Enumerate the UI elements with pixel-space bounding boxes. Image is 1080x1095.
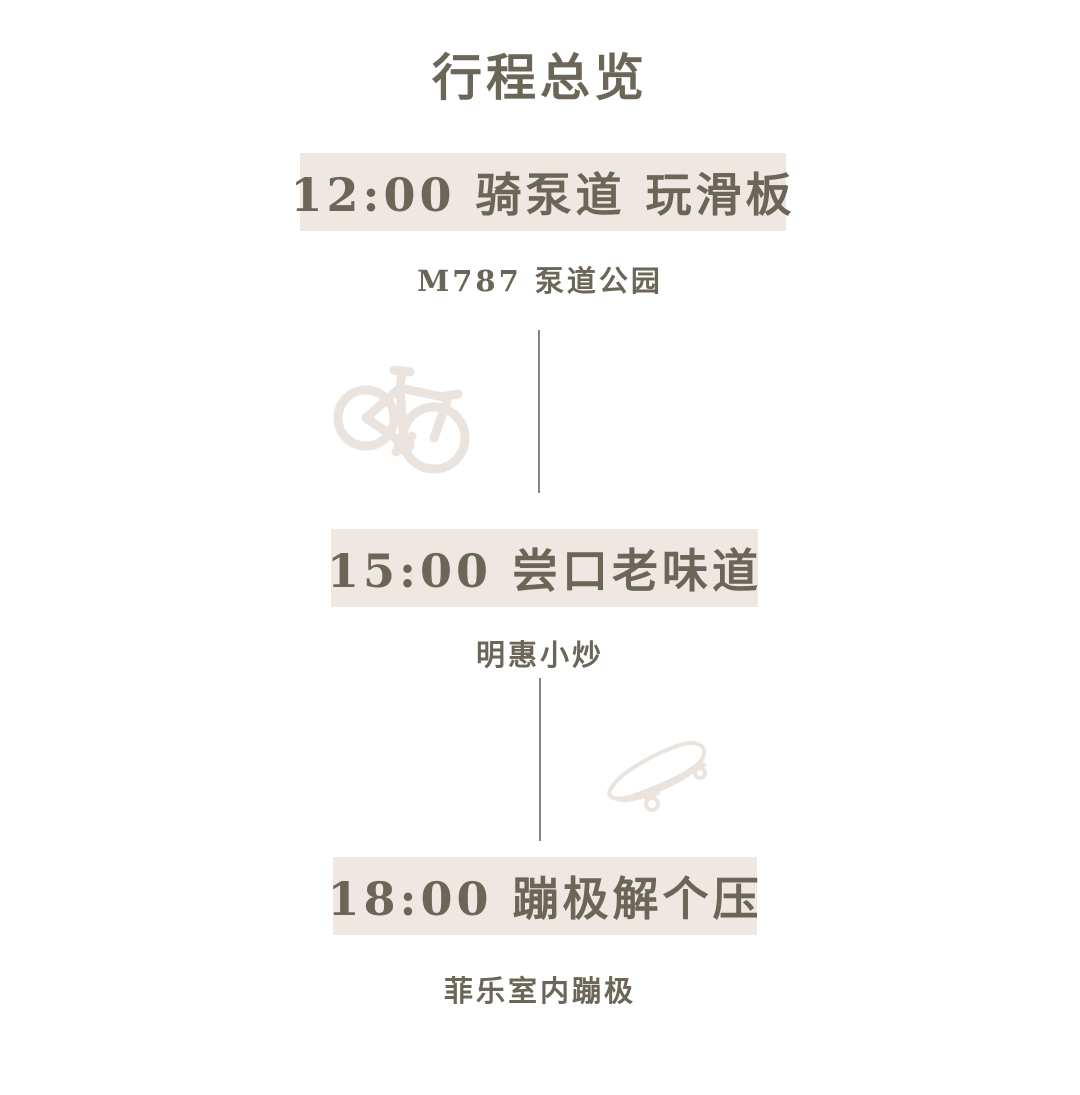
itinerary-item-2-header: 15:00 尝口老味道: [327, 529, 758, 607]
itinerary-item-3-place: 菲乐室内蹦极: [443, 974, 636, 1008]
itinerary-item-1-header: 12:00 骑泵道 玩滑板: [290, 153, 792, 231]
timeline-connector-2: [539, 678, 541, 841]
itinerary-item-1-time-activity: 12:00 骑泵道 玩滑板: [290, 168, 796, 222]
page-title: 行程总览: [432, 48, 648, 107]
itinerary-item-3-time-activity: 18:00 蹦极解个压: [327, 872, 763, 926]
itinerary-item-2-place: 明惠小炒: [475, 638, 604, 672]
itinerary-item-3-header: 18:00 蹦极解个压: [327, 857, 759, 935]
bicycle-icon: [333, 365, 470, 474]
skateboard-icon: [607, 741, 707, 812]
itinerary-item-1-place: M787 泵道公园: [417, 264, 663, 298]
timeline-connector-1: [538, 330, 540, 493]
itinerary-item-2-time-activity: 15:00 尝口老味道: [326, 544, 763, 598]
